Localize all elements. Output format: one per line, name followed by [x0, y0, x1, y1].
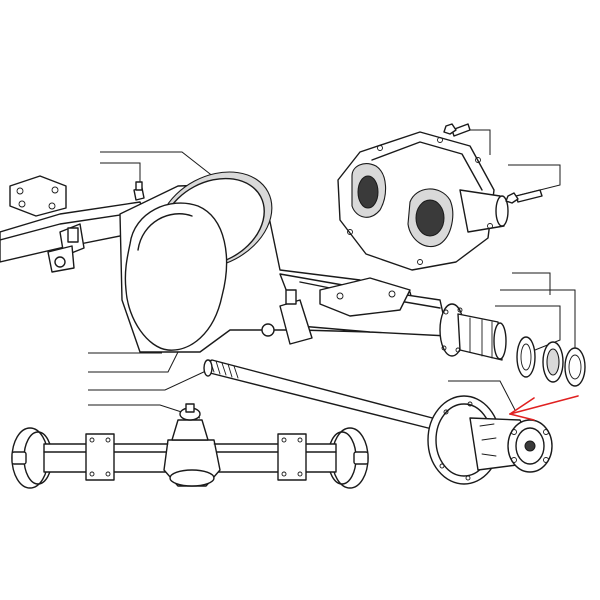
tab-left: [67, 227, 79, 243]
leader-seal-b: [500, 289, 576, 355]
spindle: [457, 313, 503, 361]
outer-seal: [564, 347, 586, 387]
leader-seal-a: [512, 272, 551, 295]
leader-ring: [495, 305, 561, 353]
shaft-body: [205, 359, 441, 431]
differential-carrier: [337, 123, 543, 271]
leader-plug: [88, 351, 179, 373]
leader-diff-carrier: [508, 164, 561, 196]
differential-cover: [124, 202, 228, 351]
assembled-axle-view: [11, 403, 369, 489]
carrier-bolt-right: [515, 189, 543, 203]
right-spring-pad: [319, 277, 411, 317]
leader-hub: [448, 380, 516, 411]
half-shaft: [203, 359, 441, 431]
seal-rings: [516, 336, 586, 387]
left-bolt: [54, 256, 66, 268]
hub-assembly: [427, 395, 553, 485]
axle-housing: [0, 171, 507, 361]
leader-shaft: [88, 369, 209, 391]
leader-breather: [100, 162, 141, 190]
left-spring-pad: [9, 175, 67, 217]
carrier-bolt-top: [451, 123, 471, 137]
inner-seal: [516, 336, 536, 378]
pinion-housing: [171, 419, 209, 441]
tab-right: [285, 289, 297, 305]
red-arrow-icon: [509, 395, 579, 421]
